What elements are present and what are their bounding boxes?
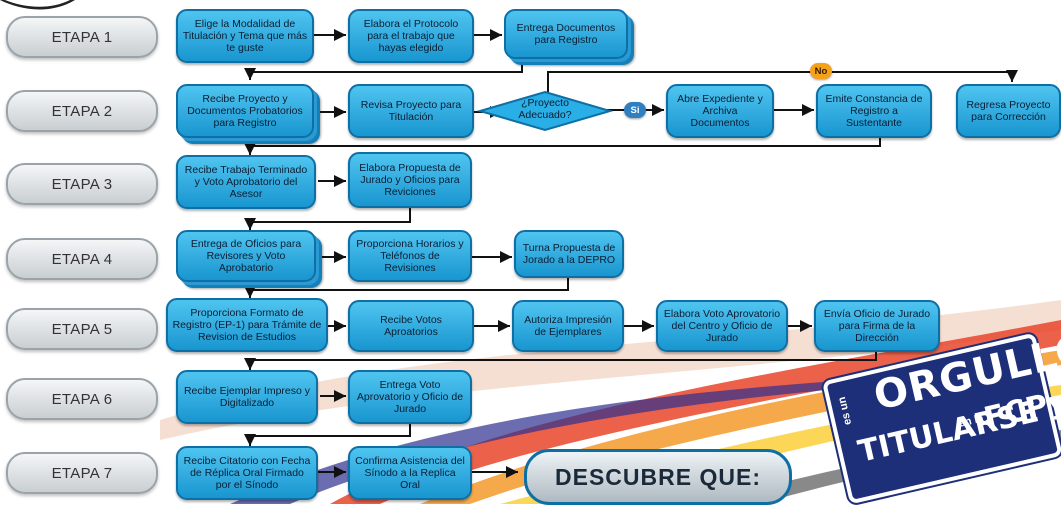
step-autoriza-impresion: Autoriza Impresión de Ejemplares bbox=[512, 300, 624, 352]
etapa-4-label: ETAPA 4 bbox=[6, 238, 158, 280]
step-elabora-voto: Elabora Voto Aprovatorio del Centro y Of… bbox=[656, 300, 788, 352]
etapa-5-label: ETAPA 5 bbox=[6, 308, 158, 350]
step-elabora-propuesta: Elabora Propuesta de Jurado y Oficios pa… bbox=[348, 152, 472, 208]
etapa-6-label: ETAPA 6 bbox=[6, 378, 158, 420]
step-emite-constancia: Emite Constancia de Registro a Sustentan… bbox=[816, 84, 932, 138]
etapa-7-label: ETAPA 7 bbox=[6, 452, 158, 494]
step-recibe-ejemplar: Recibe Ejemplar Impreso y Digitalizado bbox=[176, 370, 318, 424]
decision-label: ¿Proyecto Adecuado? bbox=[518, 97, 572, 121]
step-recibe-trabajo: Recibe Trabajo Terminado y Voto Aprobato… bbox=[176, 155, 316, 209]
step-envia-oficio: Envía Oficio de Jurado para Firma de la … bbox=[814, 300, 940, 352]
step-entrega-oficios: Entrega de Oficios para Revisores y Voto… bbox=[176, 230, 316, 282]
step-abre-expediente: Abre Expediente y Archiva Documentos bbox=[666, 84, 774, 138]
step-confirma-asistencia: Confirma Asistencia del Sínodo a la Repl… bbox=[348, 446, 472, 500]
step-recibe-votos: Recibe Votos Aproatorios bbox=[348, 300, 474, 352]
si-branch-label: Si bbox=[624, 102, 646, 118]
step-elabora-protocolo: Elabora el Protocolo para el trabajo que… bbox=[348, 9, 474, 63]
step-proporciona-formato: Proporciona Formato de Registro (EP-1) p… bbox=[166, 298, 328, 352]
step-proporciona-horarios: Proporciona Horarios y Teléfonos de Revi… bbox=[348, 230, 472, 282]
step-entrega-voto: Entrega Voto Aprovatorio y Oficio de Jur… bbox=[348, 370, 472, 424]
descubre-que-button[interactable]: DESCUBRE QUE: bbox=[524, 449, 792, 505]
etapa-2-label: ETAPA 2 bbox=[6, 90, 158, 132]
step-turna-propuesta: Turna Propuesta de Jorado a la DEPRO bbox=[514, 230, 624, 278]
no-branch-label: No bbox=[810, 63, 832, 79]
etapa-1-label: ETAPA 1 bbox=[6, 16, 158, 58]
step-recibe-proyecto: Recibe Proyecto y Documentos Probatorios… bbox=[176, 84, 314, 138]
flow-diagram: ETAPA 1 ETAPA 2 ETAPA 3 ETAPA 4 ETAPA 5 … bbox=[0, 0, 1061, 505]
step-elige-modalidad: Elige la Modalidad de Titulación y Tema … bbox=[176, 9, 314, 63]
step-regresa-proyecto: Regresa Proyecto para Corrección bbox=[956, 84, 1061, 138]
decision-diamond bbox=[476, 90, 614, 132]
etapa-3-label: ETAPA 3 bbox=[6, 163, 158, 205]
step-entrega-documentos: Entrega Documentos para Registro bbox=[504, 9, 628, 59]
step-revisa-proyecto: Revisa Proyecto para Titulación bbox=[348, 84, 474, 138]
step-recibe-citatorio: Recibe Citatorio con Fecha de Réplica Or… bbox=[176, 446, 318, 500]
